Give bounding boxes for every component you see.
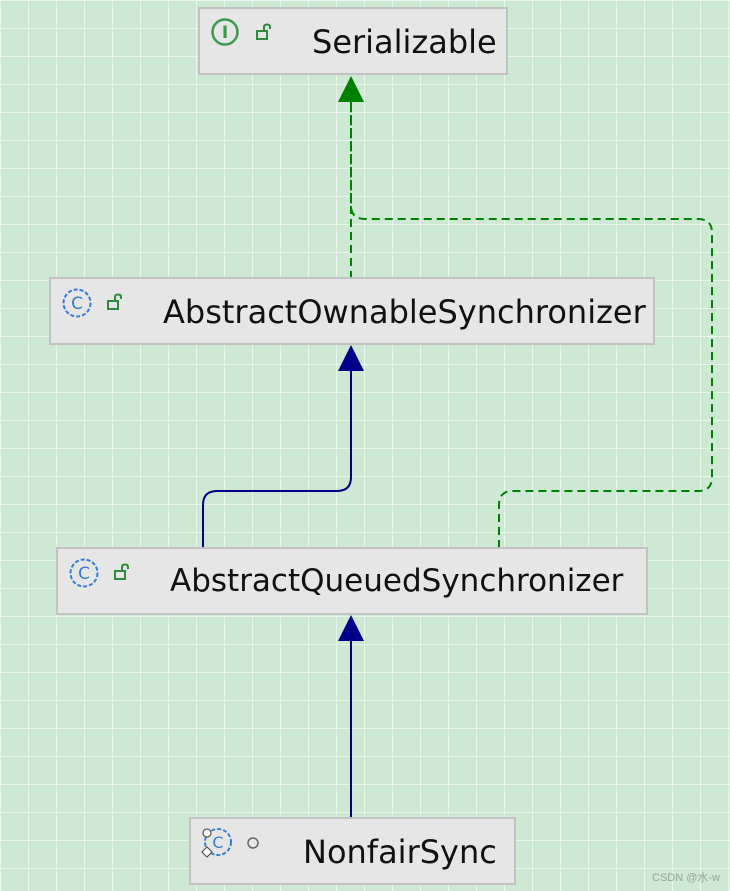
abstract-ownable-synchronizer-label: AbstractOwnableSynchronizer	[163, 293, 646, 331]
queued-inherit-arrow	[338, 615, 364, 641]
svg-text:I: I	[222, 23, 228, 43]
nonfair-sync-node[interactable]: C NonfairSync	[189, 817, 516, 885]
class-icon: C	[62, 288, 92, 318]
serializable-node[interactable]: I Serializable	[198, 7, 508, 75]
serializable-inherit-arrow	[338, 76, 364, 102]
serializable-label: Serializable	[312, 23, 497, 61]
public-lock-icon	[107, 293, 122, 310]
svg-text:C: C	[212, 833, 223, 852]
edge-queued-implements-serializable	[350, 102, 713, 548]
watermark: CSDN @水-w	[652, 872, 720, 884]
abstract-queued-synchronizer-node[interactable]: C AbstractQueuedSynchronizer	[56, 547, 648, 615]
svg-text:C: C	[78, 564, 90, 584]
class-icon: C	[69, 558, 99, 588]
public-lock-icon	[256, 23, 271, 40]
svg-text:C: C	[71, 294, 83, 314]
public-lock-icon	[114, 563, 129, 580]
interface-icon: I	[211, 18, 239, 46]
abstract-queued-synchronizer-label: AbstractQueuedSynchronizer	[170, 563, 624, 599]
static-class-icon: C	[201, 828, 232, 858]
package-private-icon	[247, 837, 259, 849]
edge-queued-extends-ownable	[202, 371, 352, 548]
nonfair-sync-label: NonfairSync	[303, 833, 497, 871]
abstract-ownable-synchronizer-node[interactable]: C AbstractOwnableSynchronizer	[49, 277, 655, 345]
ownable-inherit-arrow	[338, 345, 364, 371]
